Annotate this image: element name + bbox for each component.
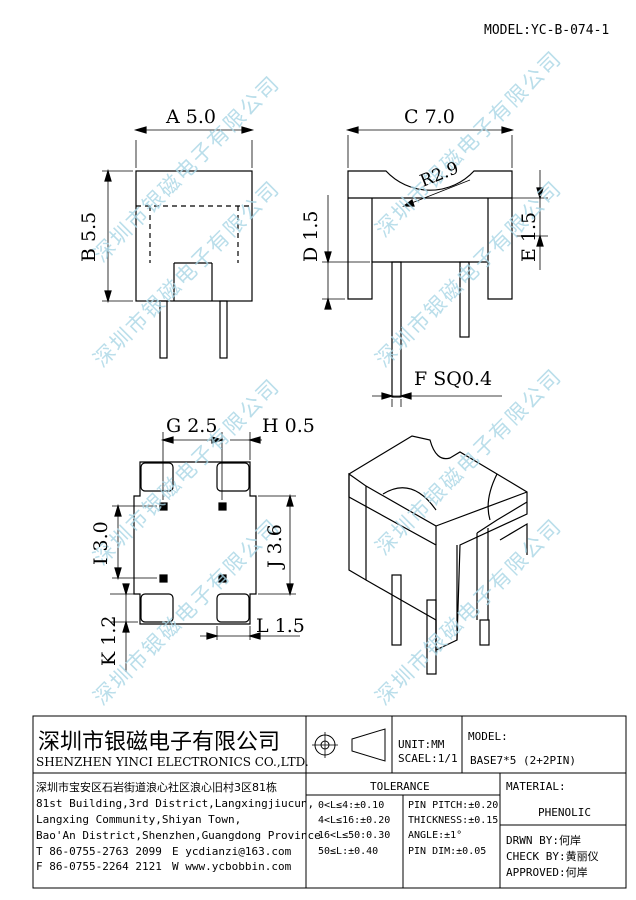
bottom-view <box>110 432 300 672</box>
dim-k: K 1.2 <box>98 615 120 666</box>
dim-b: B 5.5 <box>78 211 100 262</box>
tolerance-title: TOLERANCE <box>370 780 430 793</box>
fax: F 86-0755-2264 2121 <box>36 860 162 873</box>
spec-row-3: ANGLE:±1° <box>408 830 463 841</box>
tolerance-row-3: 16<L≤50:0.30 <box>318 830 391 841</box>
tel: T 86-0755-2763 2099 <box>36 845 162 858</box>
email: E ycdianzi@163.com <box>172 845 292 858</box>
tolerance-row-2: 4<L≤16:±0.20 <box>318 815 391 826</box>
title-block-frame <box>32 715 627 889</box>
unit-label: UNIT:MM <box>398 738 445 751</box>
spec-row-1: PIN PITCH:±0.20 <box>408 800 499 811</box>
drawn-by: DRWN BY:何岸 <box>506 834 581 847</box>
website: W www.ycbobbin.com <box>172 860 292 873</box>
front-view <box>102 126 255 359</box>
address-cn: 深圳市宝安区石岩街道浪心社区浪心旧村3区81栋 <box>36 781 277 794</box>
dim-l: L 1.5 <box>256 615 305 637</box>
dim-i: I 3.0 <box>90 521 112 565</box>
dim-e: E 1.5 <box>518 211 540 262</box>
model-label: MODEL:YC-B-074-1 <box>484 23 610 38</box>
scale-label: SCAEL:1/1 <box>398 752 458 765</box>
model-field-label: MODEL: <box>468 730 508 743</box>
dim-j: J 3.6 <box>264 524 286 568</box>
dim-g: G 2.5 <box>166 415 218 437</box>
material-value: PHENOLIC <box>538 806 591 819</box>
address-en-3: Bao'An District,Shenzhen,Guangdong Provi… <box>36 829 321 842</box>
check-by: CHECK BY:黄丽仪 <box>506 850 599 863</box>
spec-row-4: PIN DIM:±0.05 <box>408 846 487 857</box>
approved-by: APPROVED:何岸 <box>506 866 588 879</box>
dim-h: H 0.5 <box>262 415 315 437</box>
dim-d: D 1.5 <box>300 210 322 263</box>
tolerance-row-4: 50≤L:±0.40 <box>318 846 379 857</box>
side-view <box>322 126 548 407</box>
company-name-cn: 深圳市银磁电子有限公司 <box>38 730 281 755</box>
spec-row-2: THICKNESS:±0.15 <box>408 815 499 826</box>
address-en-1: 81st Building,3rd District,Langxingjiucu… <box>36 797 315 810</box>
material-label: MATERIAL: <box>506 780 566 793</box>
company-name-en: SHENZHEN YINCI ELECTRONICS CO.,LTD. <box>36 755 309 769</box>
isometric-view <box>348 435 528 675</box>
address-en-2: Langxing Community,Shiyan Town, <box>36 813 242 826</box>
dim-c: C 7.0 <box>404 106 455 128</box>
dim-f: F SQ0.4 <box>414 368 493 390</box>
tolerance-row-1: 0<L≤4:±0.10 <box>318 800 385 811</box>
model-field-value: BASE7*5 (2+2PIN) <box>470 754 576 767</box>
dim-a: A 5.0 <box>166 106 216 128</box>
